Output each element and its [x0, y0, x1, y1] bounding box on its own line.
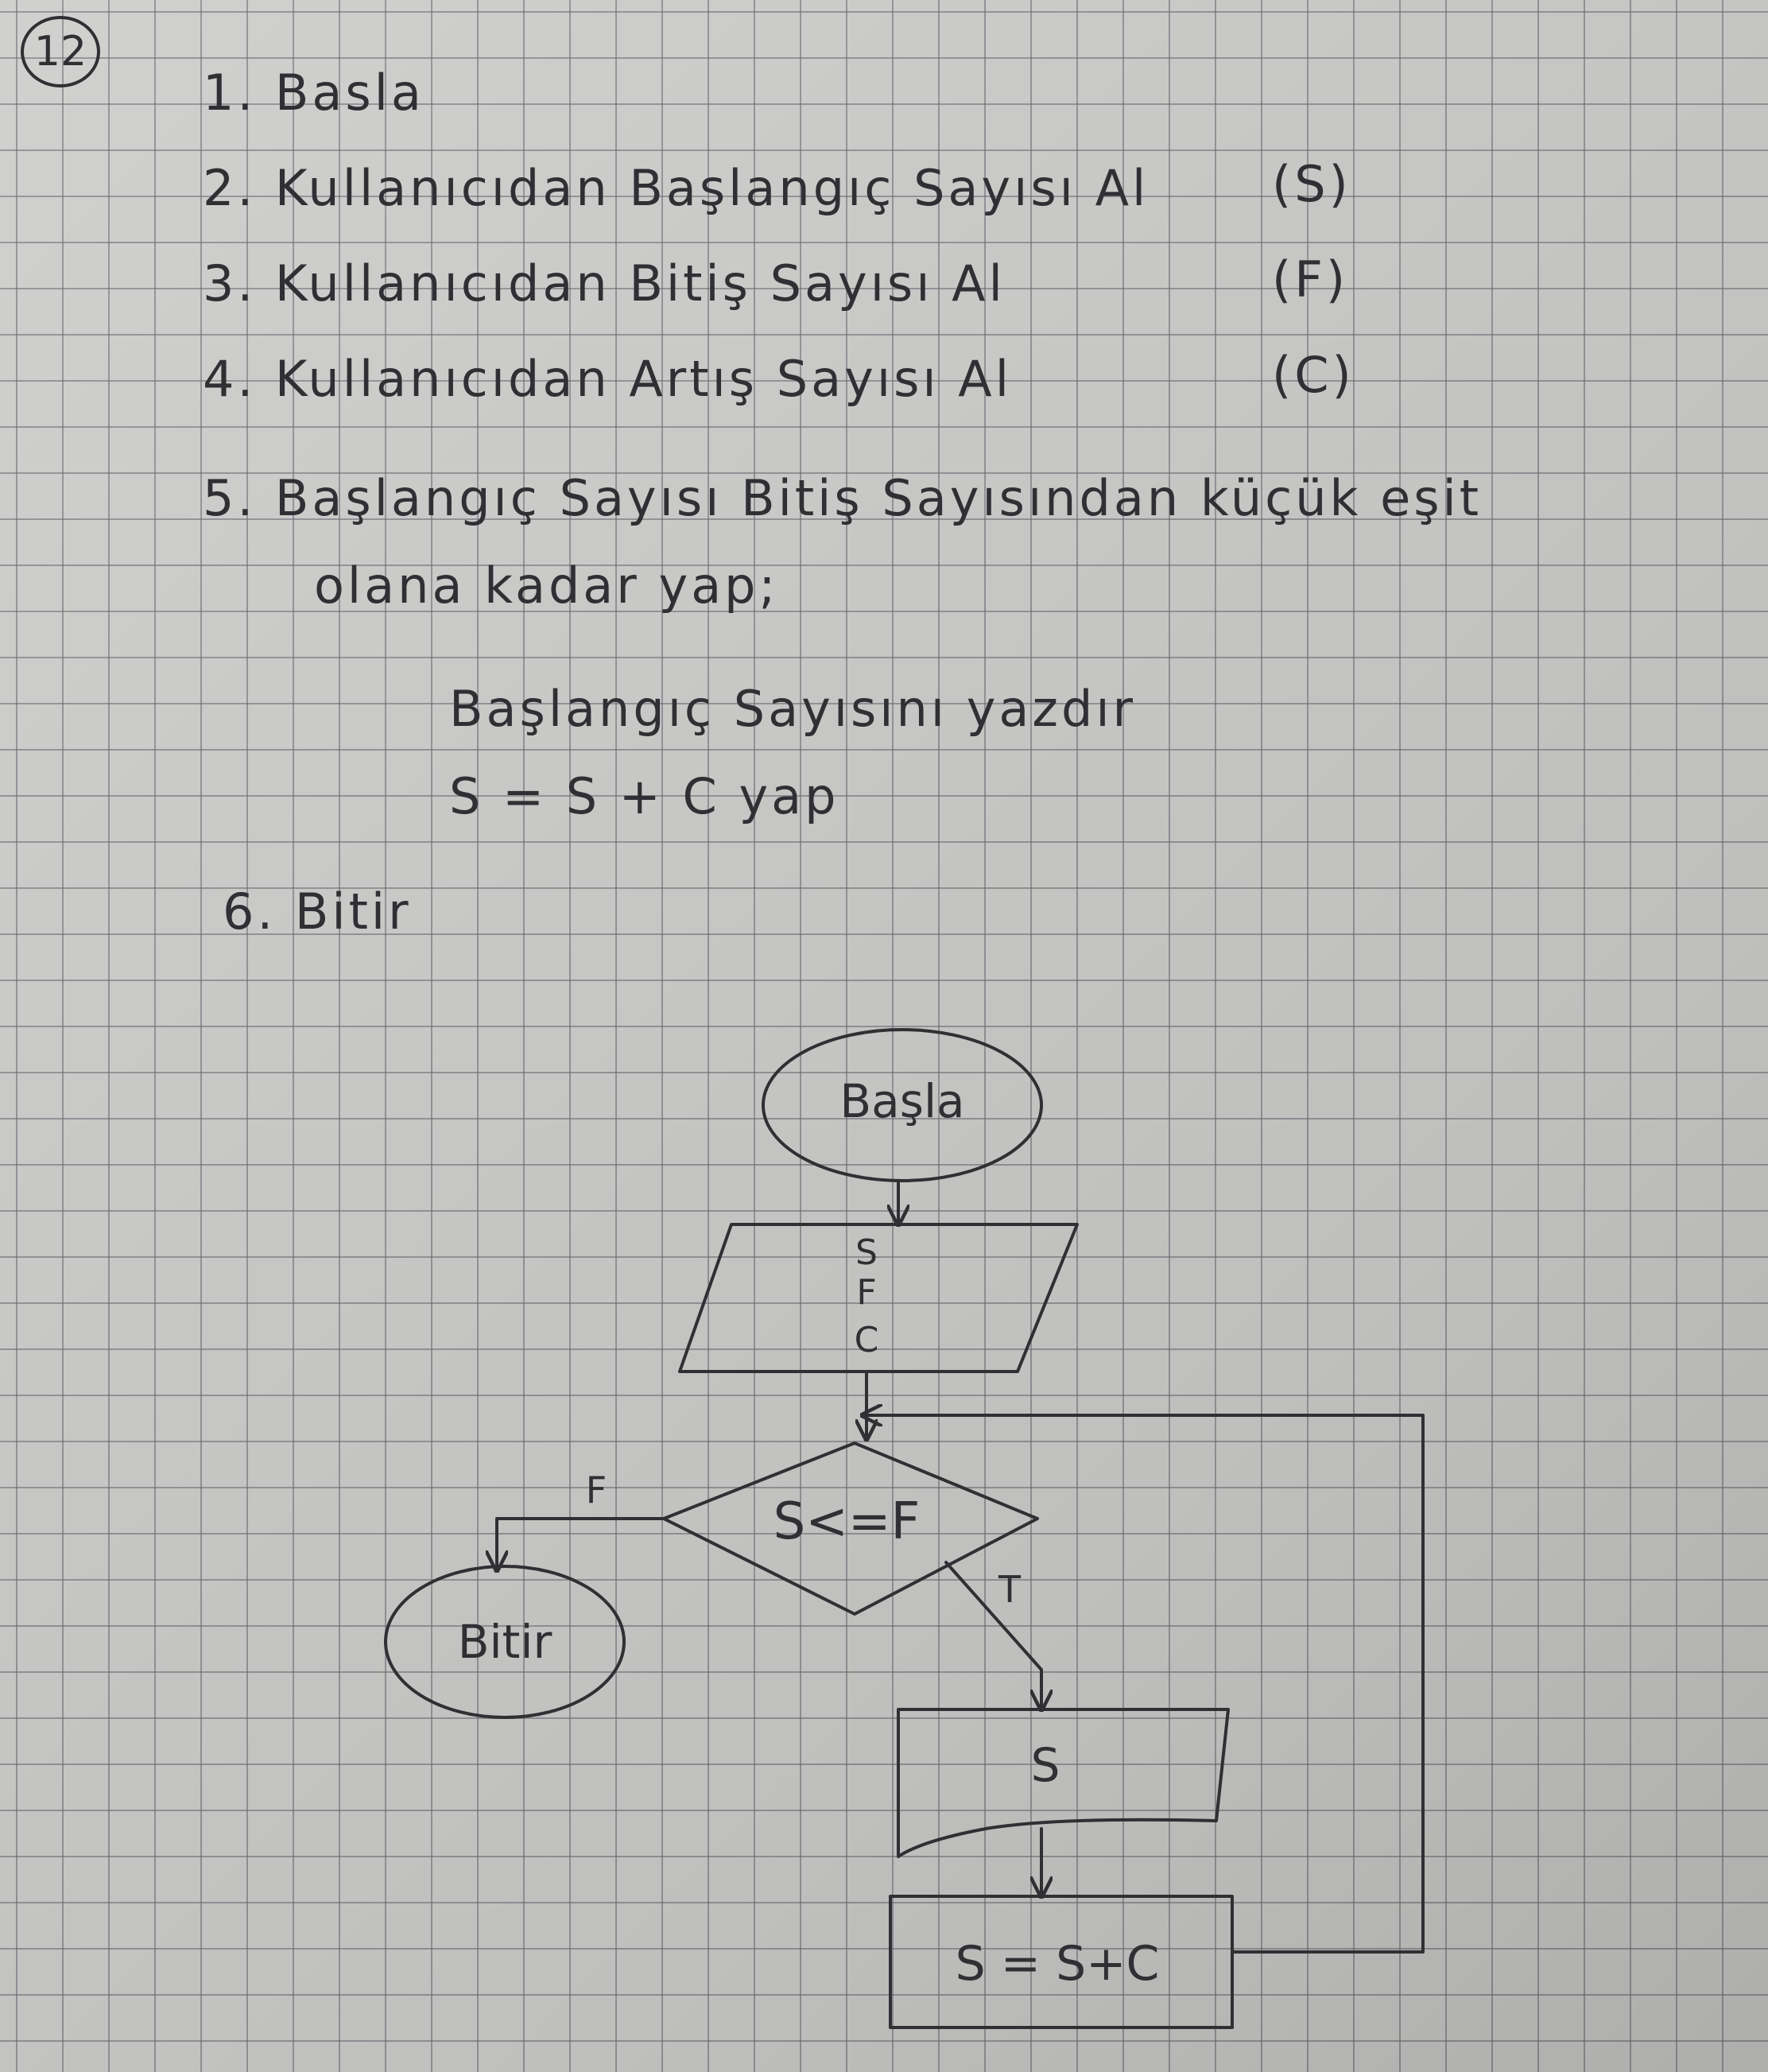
step-2: 2. Kullanıcıdan Başlangıç Sayısı Al [203, 159, 1150, 217]
input-var-c: C [855, 1320, 879, 1360]
start-label: Başla [839, 1074, 964, 1128]
end-label: Bitir [458, 1615, 552, 1669]
step-6: 6. Bitir [223, 883, 412, 941]
output-document [897, 1708, 1230, 1858]
start-terminal [762, 1028, 1043, 1182]
step-1: 1. Basla [203, 64, 425, 122]
decision-diamond [662, 1441, 1039, 1616]
end-terminal [384, 1565, 626, 1719]
step-5: 5. Başlangıç Sayısı Bitiş Sayısından küç… [203, 469, 1483, 527]
step-4: 4. Kullanıcıdan Artış Sayısı Al [203, 350, 1012, 408]
variable-c: (C) [1272, 346, 1355, 404]
step-5-increment: S = S + C yap [449, 767, 839, 825]
output-label: S [1031, 1738, 1060, 1792]
condition-label: S<=F [774, 1492, 921, 1551]
input-var-s: S [855, 1232, 878, 1273]
input-parallelogram [678, 1223, 1079, 1373]
true-branch-arrow [944, 1561, 1041, 1709]
variable-f: (F) [1272, 250, 1349, 308]
process-rectangle [889, 1895, 1234, 2029]
step-5-continued: olana kadar yap; [314, 557, 779, 615]
step-5-print: Başlangıç Sayısını yazdır [449, 680, 1137, 738]
variable-s: (S) [1272, 155, 1351, 213]
false-label: F [586, 1469, 607, 1511]
process-label: S = S+C [956, 1936, 1160, 1992]
step-3: 3. Kullanıcıdan Bitiş Sayısı Al [203, 254, 1006, 312]
true-label: T [998, 1568, 1022, 1611]
false-branch-arrow [497, 1517, 665, 1570]
page-number: 12 [21, 16, 100, 87]
loop-back-arrow [863, 1415, 1425, 1954]
input-var-f: F [856, 1272, 876, 1313]
